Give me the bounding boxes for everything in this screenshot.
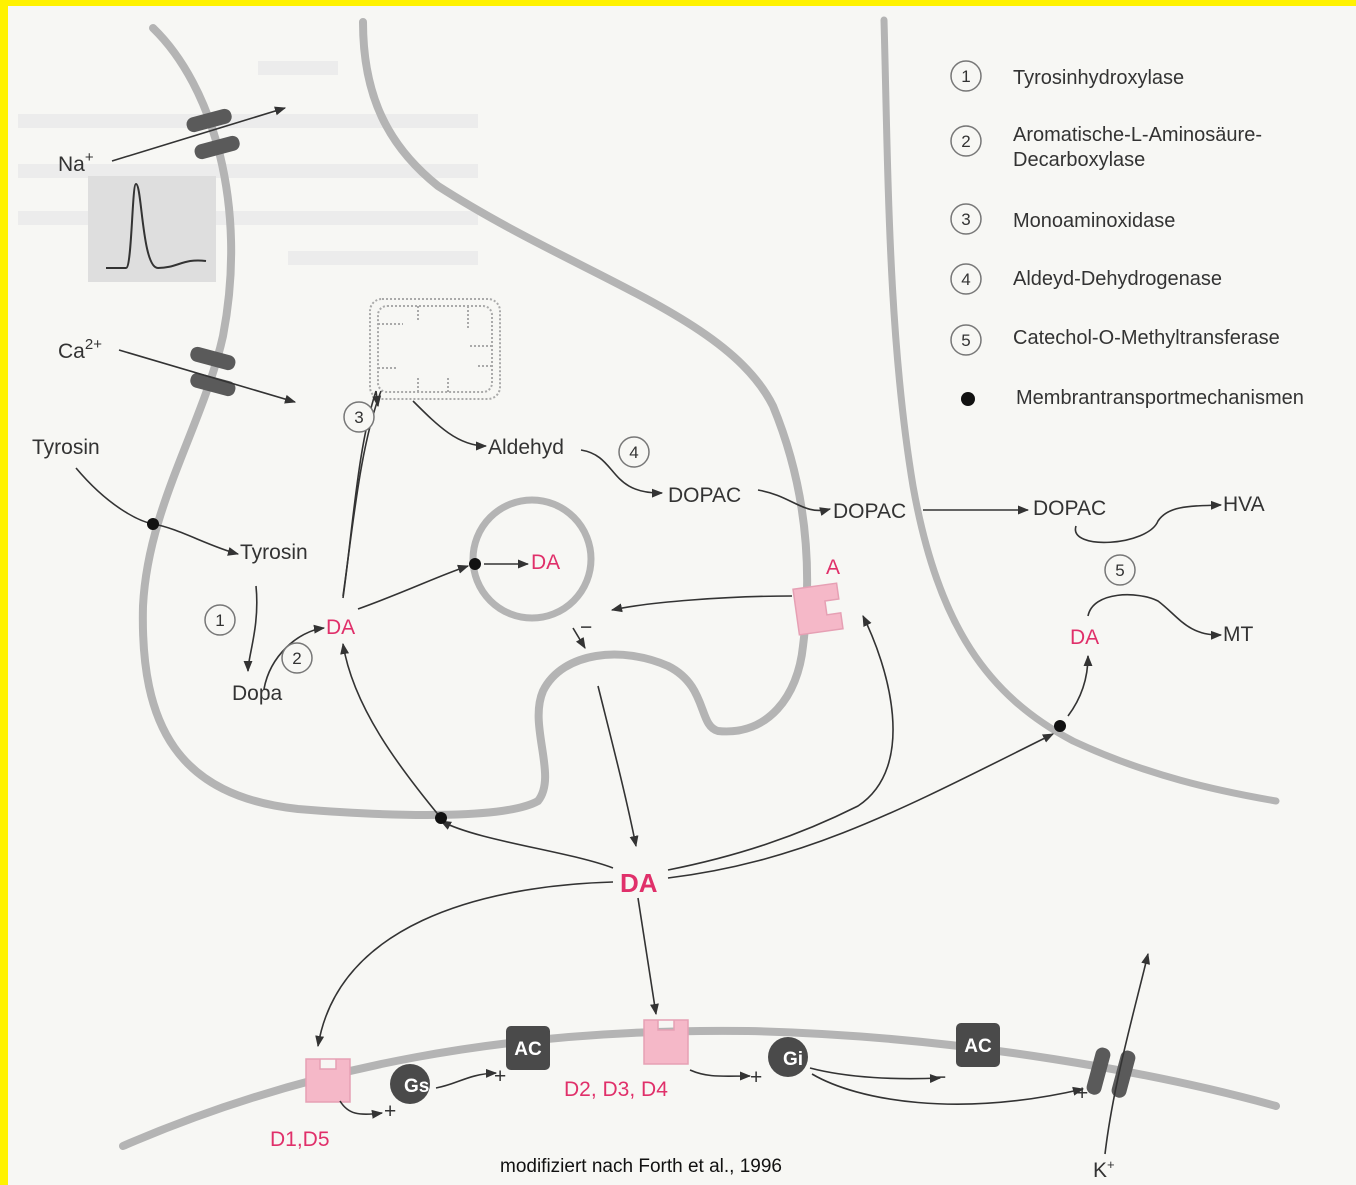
mitochondrion: [369, 298, 501, 400]
diagram-canvas: Gs Gi AC AC: [8, 6, 1356, 1185]
legend-num-3: 3: [961, 210, 970, 229]
receptor-d2d3d4: [643, 1019, 689, 1065]
legend-text-2: Aromatische-L-Aminosäure-: [1013, 124, 1262, 146]
step-number-1: 1: [215, 611, 224, 630]
da-vesicle-label: DA: [531, 551, 560, 574]
calcium-channel: [190, 346, 236, 397]
step-number-5: 5: [1115, 561, 1124, 580]
credit-caption: modifiziert nach Forth et al., 1996: [500, 1156, 782, 1177]
step-number-3: 3: [354, 408, 363, 427]
legend-text-1: Tyrosinhydroxylase: [1013, 67, 1184, 89]
legend-text-2b: Decarboxylase: [1013, 149, 1145, 171]
legend-text-3: Monoaminoxidase: [1013, 210, 1175, 232]
legend-text-5: Catechol-O-Methyltransferase: [1013, 327, 1280, 349]
da-glia-label: DA: [1070, 626, 1099, 649]
receptor-a-label: A: [826, 556, 840, 579]
ac-left-label: AC: [514, 1039, 542, 1060]
arrows: [75, 106, 1223, 1155]
step-circles: [204, 401, 1136, 674]
vesicle-minus-label: −: [580, 616, 592, 639]
mt-label: MT: [1223, 623, 1253, 646]
hva-label: HVA: [1223, 493, 1265, 516]
gi-label: Gi: [783, 1049, 803, 1070]
d1-d5-label: D1,D5: [270, 1128, 330, 1151]
legend-num-5: 5: [961, 331, 970, 350]
plus-sign: +: [384, 1100, 396, 1123]
minus-sign: −: [934, 1066, 946, 1089]
step-number-2: 2: [292, 649, 301, 668]
dopa-label: Dopa: [232, 682, 283, 705]
tyrosin-outside-label: Tyrosin: [32, 436, 100, 459]
ac-right-label: AC: [964, 1036, 992, 1057]
na-label: Na+: [58, 149, 94, 176]
legend-text-4: Aldeyd-Dehydrogenase: [1013, 268, 1222, 290]
legend-num-1: 1: [961, 67, 970, 86]
postsynaptic-membrane: [119, 1026, 1280, 1150]
dopac-label-3: DOPAC: [1033, 497, 1106, 520]
plus-sign: +: [494, 1065, 506, 1088]
legend: 1 Tyrosinhydroxylase 2 Aromatische-L-Ami…: [950, 60, 1304, 409]
step-number-4: 4: [629, 443, 638, 462]
dopac-label-1: DOPAC: [668, 484, 741, 507]
ca-label: Ca2+: [58, 336, 102, 363]
ac-left: AC: [506, 1026, 550, 1070]
tyrosin-inside-label: Tyrosin: [240, 541, 308, 564]
receptor-a: [792, 582, 844, 636]
d2-d3-d4-label: D2, D3, D4: [564, 1078, 668, 1101]
da-synaptic-cleft-label: DA: [620, 868, 658, 898]
ac-right: AC: [956, 1023, 1000, 1067]
gi-protein: Gi: [768, 1037, 808, 1077]
dopamine-synapse-diagram: Gs Gi AC AC: [18, 16, 1304, 1182]
plus-sign: +: [1076, 1082, 1088, 1105]
potassium-channel: [1086, 1047, 1136, 1098]
transporter-dots: [147, 518, 1066, 824]
da-presynaptic-label: DA: [326, 616, 355, 639]
glia-membrane: [880, 16, 1280, 805]
gs-label: Gs: [404, 1076, 429, 1097]
action-potential-inset: [88, 176, 216, 282]
legend-num-2: 2: [961, 132, 970, 151]
k-label: K+: [1093, 1157, 1115, 1182]
dopac-label-2: DOPAC: [833, 500, 906, 523]
legend-num-4: 4: [961, 270, 970, 289]
gs-protein: Gs: [390, 1064, 430, 1104]
sodium-channel: [186, 108, 240, 160]
plus-sign: +: [750, 1066, 762, 1089]
aldehyd-label: Aldehyd: [488, 436, 564, 459]
presynaptic-membrane: [138, 18, 812, 819]
legend-text-6: Membrantransportmechanismen: [1016, 387, 1304, 409]
receptor-d1d5: [305, 1058, 351, 1103]
